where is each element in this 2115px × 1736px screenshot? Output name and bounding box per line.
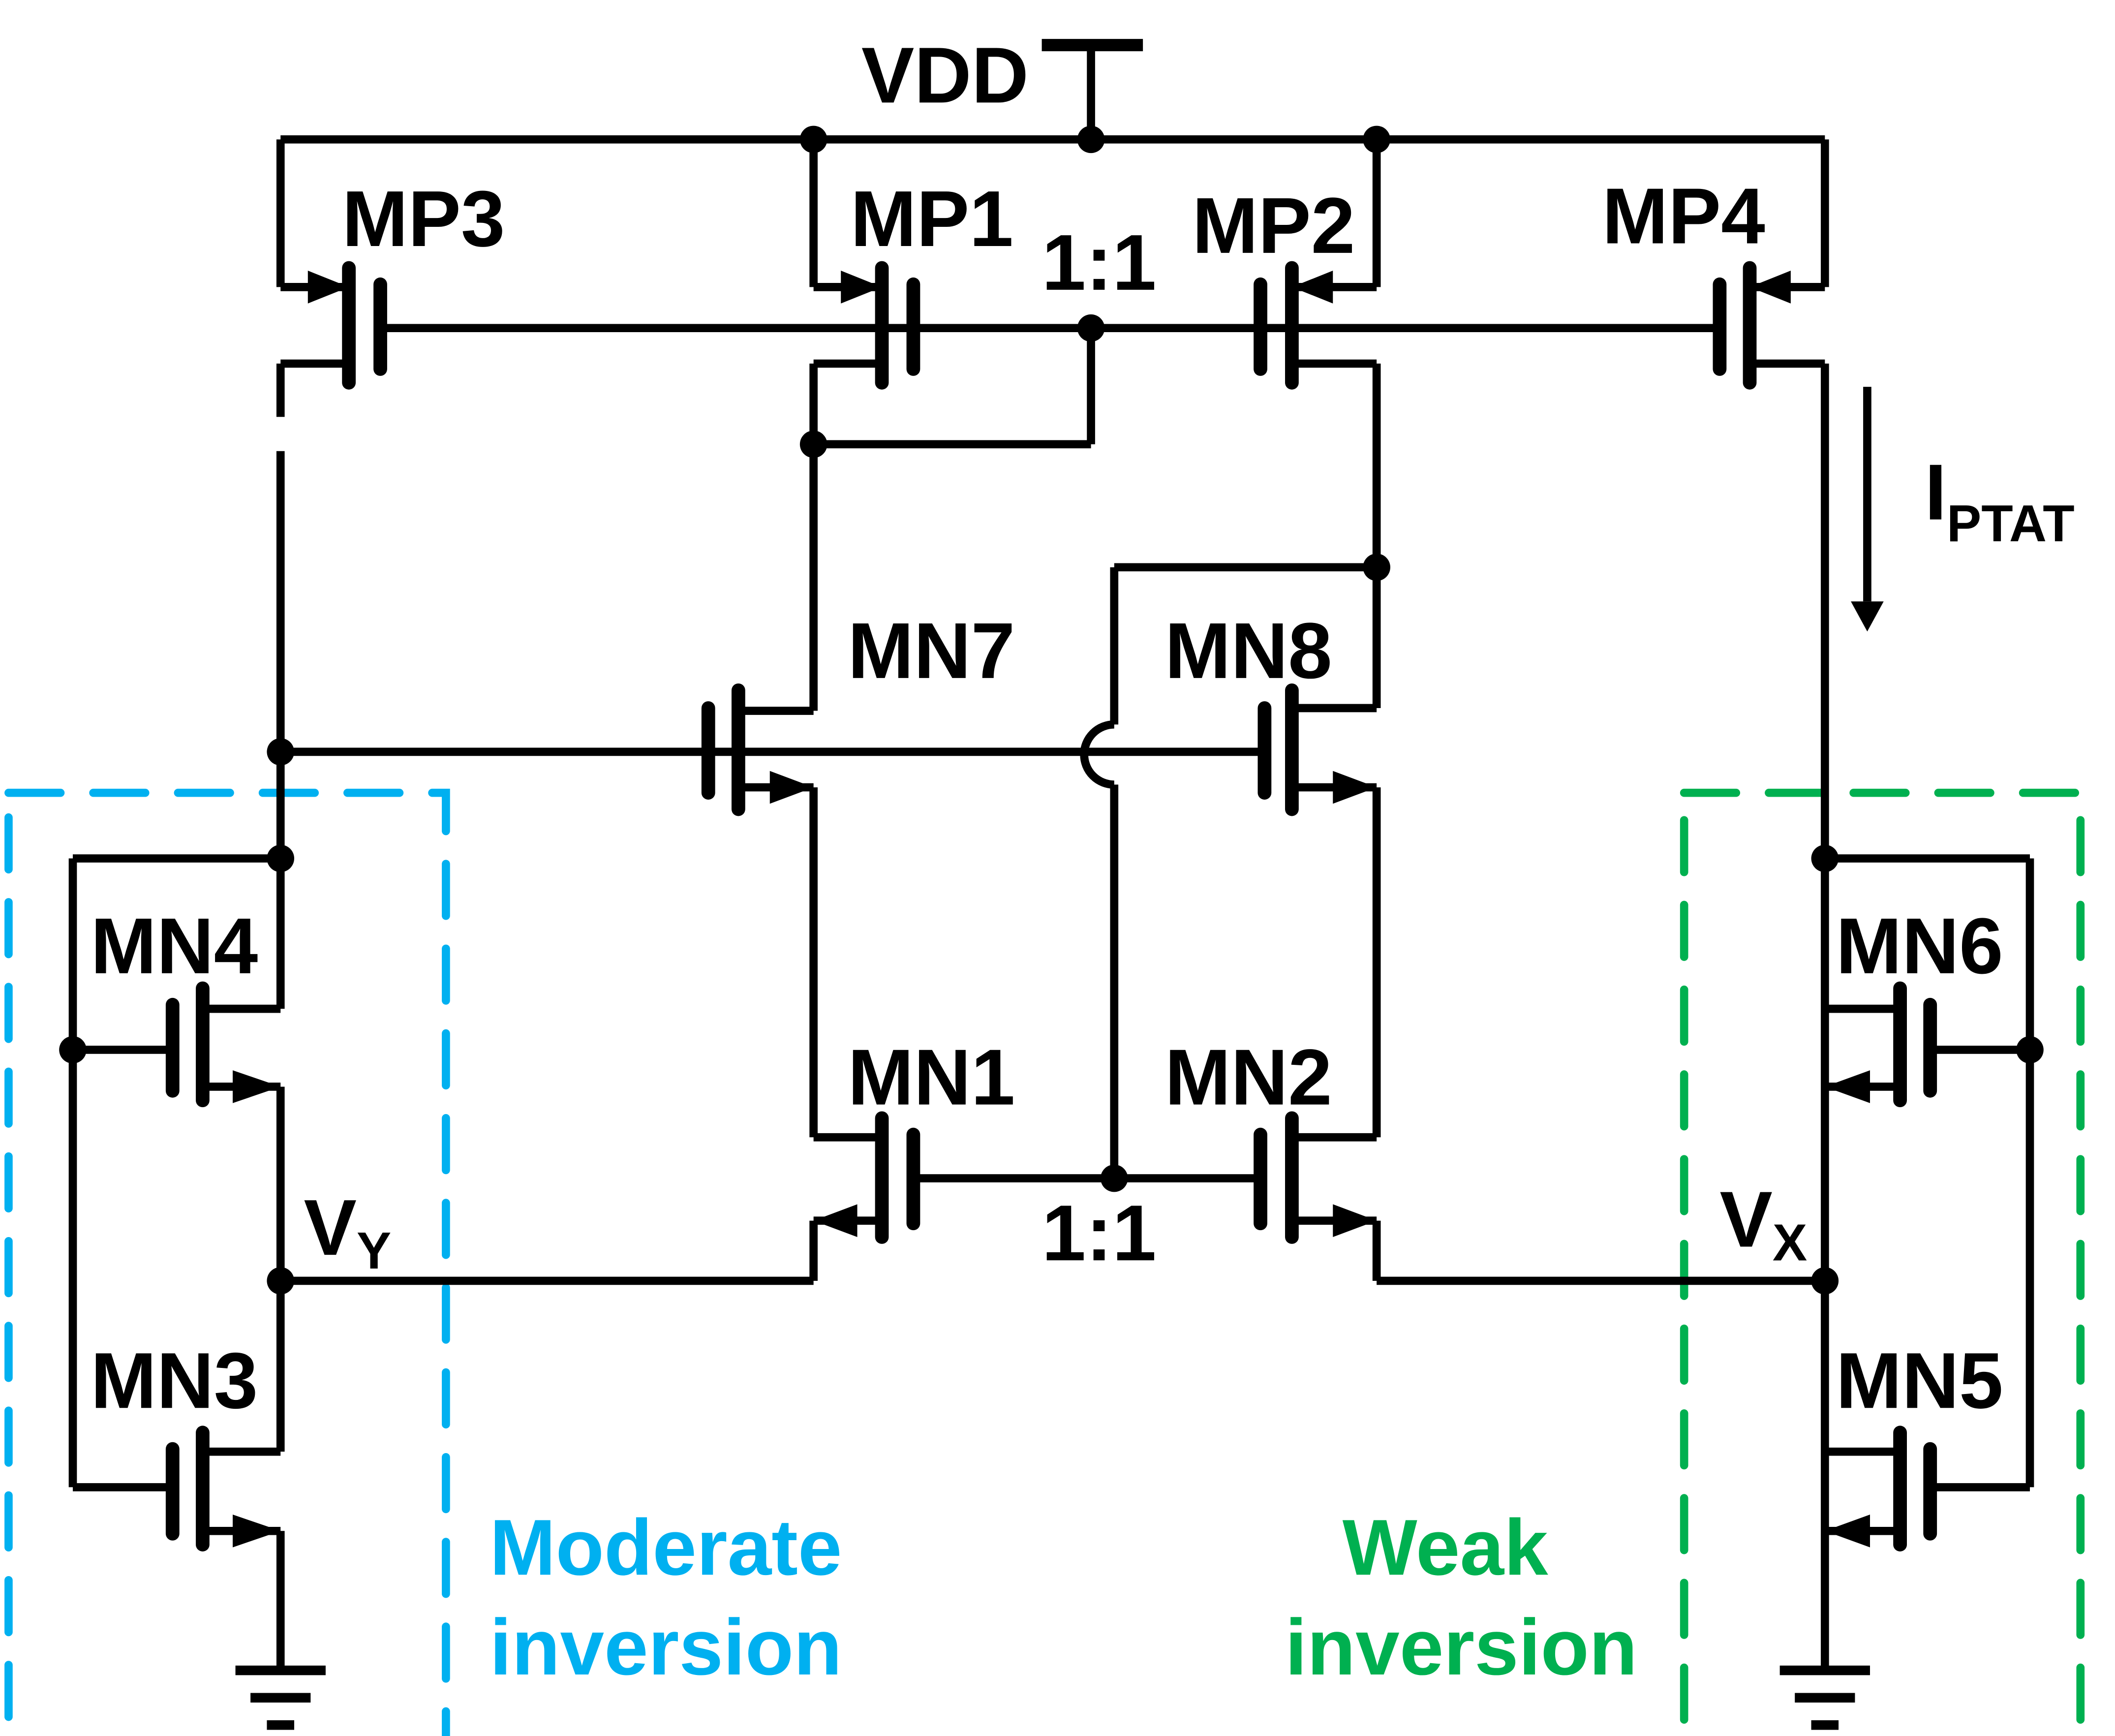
transistor-mp4 [1713,261,1829,1674]
mn6-label: MN6 [1836,902,2003,991]
moderate-inversion-label-line2: inversion [490,1603,842,1692]
arrow-down-icon [1851,601,1884,632]
vx-label: VX [1719,1175,1807,1271]
ratio-top-label: 1:1 [1042,218,1157,307]
ground-icon [235,1665,326,1730]
weak-inversion-box [1680,788,2085,1736]
moderate-inversion-label-line1: Moderate [490,1503,842,1592]
node-dot [1363,125,1390,154]
transistor-mp3 [276,261,387,752]
node-vy-dot [267,1267,295,1295]
mn3-label: MN3 [91,1336,258,1425]
mp2-label: MP2 [1192,182,1355,270]
nmos-arrow-icon [813,1204,858,1238]
node-dot [1077,125,1105,154]
node-dot [2016,1036,2044,1064]
node-dot [1077,314,1105,342]
vy-subscript: Y [357,1222,391,1280]
vdd-rail [276,135,1829,287]
nmos-arrow-icon [1333,1204,1377,1238]
transistor-mn7 [701,683,818,1138]
pmos-arrow-icon [1291,271,1333,304]
node-dot [799,125,828,154]
vy-main: V [304,1183,356,1272]
pmos-arrow-icon [307,271,349,304]
ratio-bottom-label: 1:1 [1042,1189,1157,1277]
transistor-mp1 [809,261,920,711]
node-dot [1101,1164,1128,1192]
transistor-mn3 [72,1426,285,1671]
mp1-label: MP1 [851,175,1013,263]
mn1-label: MN1 [848,1033,1015,1122]
pmos-arrow-icon [1749,271,1791,304]
nmos-arrow-icon [1825,1514,1870,1548]
mn4-label: MN4 [91,902,258,991]
current-direction-arrow [1851,387,1884,632]
transistor-mn8 [1257,683,1381,1138]
nmos-arrow-icon [233,1070,281,1103]
mn8-label: MN8 [1165,607,1332,695]
nmos-arrow-icon [233,1514,281,1548]
transistor-mn6 [1825,981,2030,1108]
mp4-label: MP4 [1602,172,1765,260]
ground-icon [1779,1665,1870,1730]
vx-main: V [1719,1175,1772,1264]
mn5-label: MN5 [1836,1336,2003,1425]
vdd-supply-symbol [1042,39,1143,140]
iptat-label: IPTAT [1925,448,2075,553]
transistor-mn2 [1254,1111,1825,1285]
nmos-arrow-icon [769,771,814,804]
node-vx-dot [1811,1267,1839,1295]
pmos-arrow-icon [841,271,882,304]
iptat-main: I [1925,448,1947,537]
iptat-subscript: PTAT [1947,495,2075,553]
vx-subscript: X [1773,1213,1807,1271]
mn7-label: MN7 [848,607,1015,695]
transistor-mn5 [1825,1426,2030,1551]
vy-label: VY [304,1183,391,1280]
transistor-mp2 [1254,261,1381,708]
mp3-label: MP3 [342,175,505,263]
weak-inversion-label-line1: Weak [1343,1503,1548,1592]
vdd-label: VDD [861,31,1029,120]
moderate-inversion-box [4,788,450,1736]
nmos-arrow-icon [1333,771,1377,804]
mn2-label: MN2 [1165,1033,1332,1122]
weak-inversion-label-line2: inversion [1285,1603,1637,1692]
nmos-arrow-icon [1825,1070,1870,1103]
